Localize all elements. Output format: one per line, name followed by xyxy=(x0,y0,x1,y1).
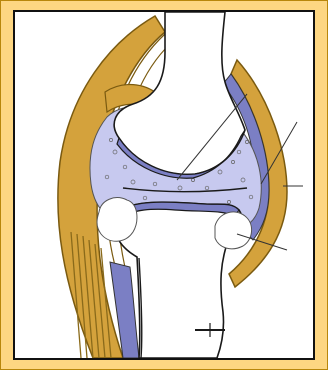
right-meniscus xyxy=(215,212,252,249)
left-meniscus xyxy=(97,198,137,242)
joint-diagram xyxy=(15,12,313,358)
diagram-panel xyxy=(13,10,315,360)
